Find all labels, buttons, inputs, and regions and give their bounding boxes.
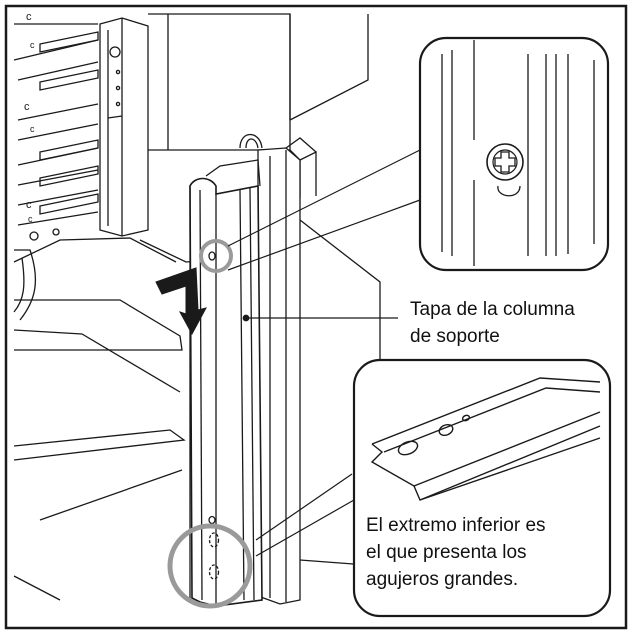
lower-end-note-line3: agujeros grandes.: [366, 569, 519, 590]
lower-end-note-line2: el que presenta los: [366, 542, 527, 563]
svg-text:c: c: [30, 40, 35, 50]
support-cover-label-line1: Tapa de la columna: [410, 299, 575, 320]
screw-detail-inset: [418, 36, 610, 272]
support-cover-label-line2: de soporte: [410, 326, 500, 347]
lower-end-inset: [352, 358, 612, 618]
screw-icon: [486, 143, 524, 197]
svg-text:c: c: [28, 214, 33, 224]
svg-text:c: c: [26, 199, 32, 211]
down-arrow-icon: [155, 267, 207, 336]
leader-lines: [227, 149, 421, 557]
lower-end-note-line1: El extremo inferior es: [366, 515, 546, 536]
rack-drawing: c c c c c c: [13, 11, 381, 609]
svg-text:c: c: [30, 124, 35, 134]
svg-text:c: c: [24, 101, 30, 113]
svg-text:c: c: [26, 11, 32, 23]
